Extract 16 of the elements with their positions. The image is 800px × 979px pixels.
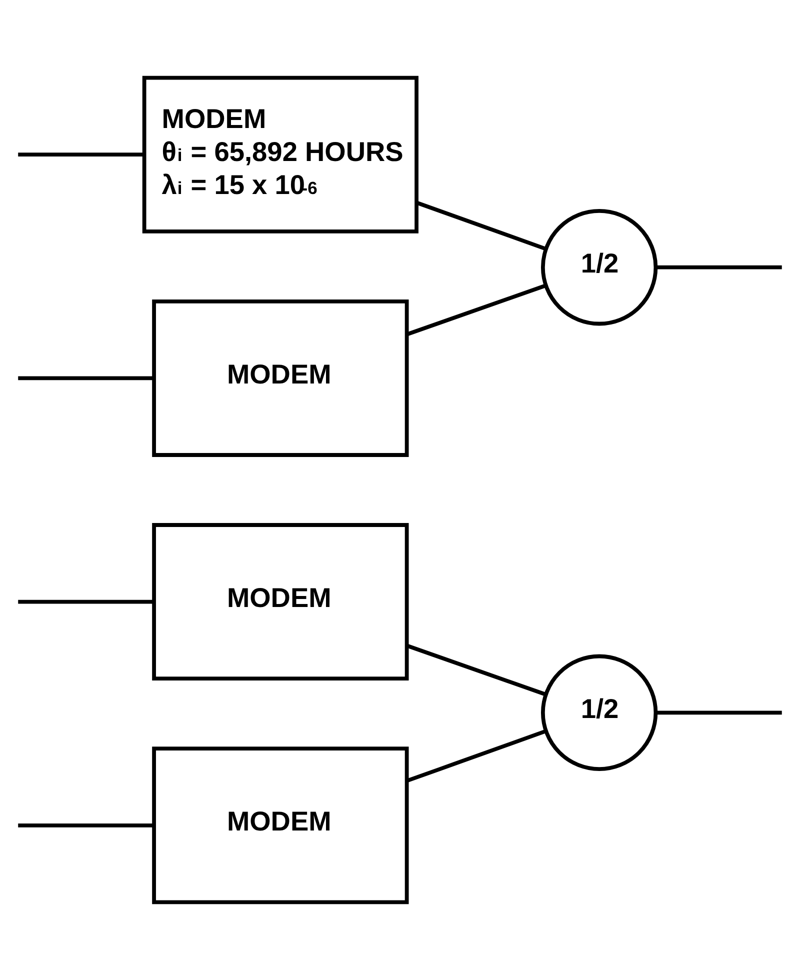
- connector: [18, 599, 154, 604]
- connector: [406, 643, 546, 696]
- connector: [656, 710, 782, 714]
- connector: [416, 200, 546, 250]
- node-box: MODEM: [152, 298, 409, 456]
- node-box: MODEM: [152, 746, 409, 904]
- node-circle: 1/2: [540, 654, 658, 770]
- connector: [406, 283, 546, 336]
- connector: [18, 376, 154, 380]
- connector: [18, 822, 154, 827]
- connector: [656, 264, 782, 269]
- connector: [18, 152, 144, 156]
- connector: [406, 728, 547, 782]
- node-circle: 1/2: [540, 208, 658, 326]
- node-box: MODEM θi = 65,892 HOURS λi = 15 x 10-6: [142, 75, 418, 233]
- node-box: MODEM: [152, 522, 409, 680]
